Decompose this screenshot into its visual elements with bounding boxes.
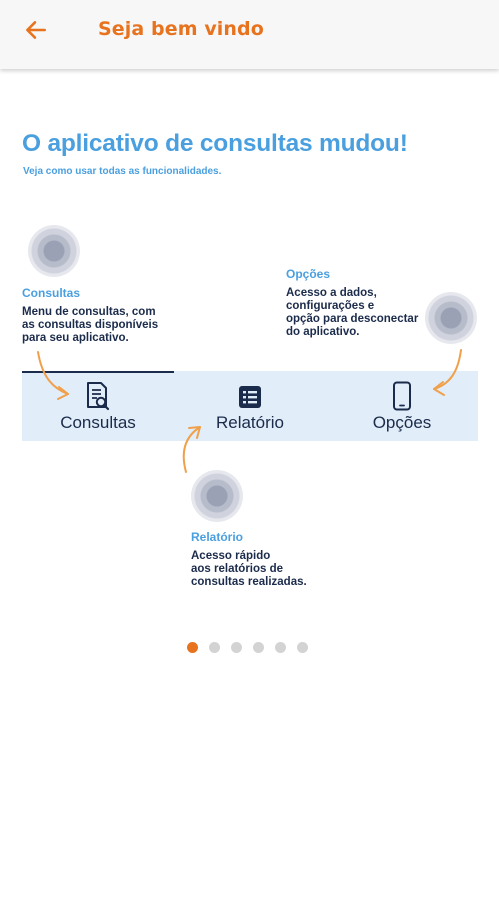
page-dot-6[interactable] bbox=[297, 642, 308, 653]
nav-label-opcoes: Opções bbox=[372, 413, 432, 432]
pulse-indicator-opcoes bbox=[425, 292, 477, 344]
nav-selected-indicator bbox=[22, 371, 174, 373]
arrow-left-icon bbox=[26, 21, 46, 39]
nav-item-consultas[interactable]: Consultas bbox=[22, 371, 174, 441]
page-title: Seja bem vindo bbox=[98, 18, 264, 40]
callout-opcoes-text: Acesso a dados, configurações e opção pa… bbox=[286, 287, 419, 338]
nav-item-relatorio[interactable]: Relatório bbox=[174, 371, 326, 441]
page-dot-3[interactable] bbox=[231, 642, 242, 653]
page-dot-1[interactable] bbox=[187, 642, 198, 653]
pulse-indicator-consultas bbox=[28, 225, 80, 277]
callout-consultas-title: Consultas bbox=[22, 286, 81, 300]
nav-item-opcoes[interactable]: Opções bbox=[326, 371, 478, 441]
callout-consultas-text: Menu de consultas, com as consultas disp… bbox=[22, 306, 159, 344]
intro-headline: O aplicativo de consultas mudou! bbox=[22, 130, 408, 157]
list-icon bbox=[239, 386, 261, 408]
callout-relatorio-title: Relatório bbox=[191, 530, 244, 544]
pulse-indicator-relatorio bbox=[191, 470, 243, 522]
back-button[interactable] bbox=[20, 14, 52, 46]
nav-label-relatorio: Relatório bbox=[215, 413, 285, 432]
app-bar: Seja bem vindo bbox=[0, 0, 499, 69]
callout-relatorio-text: Acesso rápido aos relatórios de consulta… bbox=[191, 550, 307, 588]
document-search-icon bbox=[87, 382, 110, 411]
callout-opcoes-title: Opções bbox=[286, 267, 331, 281]
page-dot-4[interactable] bbox=[253, 642, 264, 653]
smartphone-icon bbox=[393, 381, 411, 411]
intro-subtitle: Veja como usar todas as funcionalidades. bbox=[23, 166, 222, 177]
page-indicator bbox=[187, 642, 308, 653]
page-dot-2[interactable] bbox=[209, 642, 220, 653]
page-dot-5[interactable] bbox=[275, 642, 286, 653]
nav-label-consultas: Consultas bbox=[60, 413, 136, 432]
